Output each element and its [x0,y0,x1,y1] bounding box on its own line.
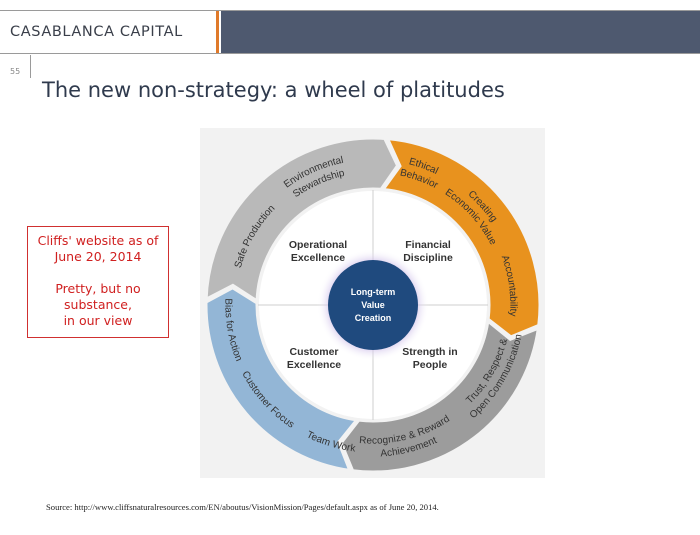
quadrant-customer-excellence: Customer [289,346,338,358]
callout-line: June 20, 2014 [54,249,142,264]
quadrant-operational-excellence: Operational [289,239,347,251]
center-circle [328,260,418,350]
values-wheel: Long-term Value Creation Operational Exc… [204,136,542,474]
quadrant-strength-in-people: People [413,359,448,371]
center-label: Creation [355,313,392,323]
callout-line: Cliffs' website as of [37,233,159,248]
page-number: 55 [10,67,21,76]
header-band [221,11,700,53]
quadrant-financial-discipline: Financial [405,239,451,251]
quadrant-financial-discipline: Discipline [403,252,453,264]
quadrant-operational-excellence: Excellence [291,252,345,264]
page-number-divider [30,55,31,78]
segment-dark-grey [339,318,541,474]
segment-orange [380,136,542,339]
callout-line: Pretty, but no [55,281,141,296]
slide-title: The new non-strategy: a wheel of platitu… [42,78,505,102]
quadrant-strength-in-people: Strength in [402,346,457,358]
quadrant-customer-excellence: Excellence [287,359,341,371]
brand-name: CASABLANCA CAPITAL [10,24,183,40]
center-label: Long-term [351,287,396,297]
segment-light-grey [204,136,400,304]
callout-line: in our view [63,313,133,328]
segment-blue [204,286,360,473]
center-label: Value [361,300,385,310]
values-wheel-image: Long-term Value Creation Operational Exc… [200,128,545,478]
header-accent-bar [216,11,219,53]
source-citation: Source: http://www.cliffsnaturalresource… [46,502,439,512]
header-top-rule [0,10,700,11]
header-bottom-rule [0,53,700,54]
callout-line: substance, [64,297,132,312]
